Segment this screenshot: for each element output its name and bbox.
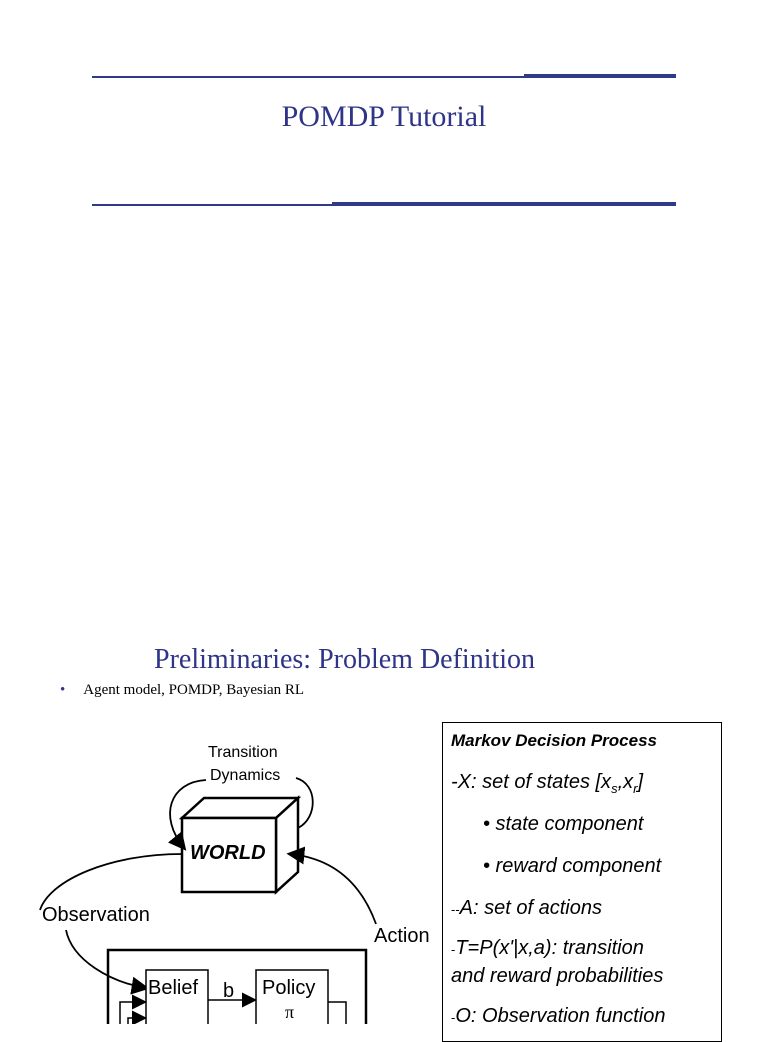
b-label: b [223,980,235,1002]
action-arc [286,846,377,925]
mdp-heading: Markov Decision Process [451,731,657,750]
belief-label: Belief [148,977,199,999]
mdp-observation-text: O: Observation function [455,1005,666,1027]
mdp-observation-line: -O: Observation function [451,1005,665,1028]
bullet-item: • Agent model, POMDP, Bayesian RL [60,682,304,699]
mdp-states-prefix: -X: set of states [x [451,771,612,793]
observation-arc-lower [65,929,150,995]
mdp-observation-prefix: - [451,1010,456,1025]
mdp-actions-text: A: set of actions [459,897,602,919]
mdp-actions-line: --A: set of actions [451,897,602,920]
world-cube [178,795,302,895]
mdp-states-line: -X: set of states [xs,xr] [451,771,643,796]
bullet-text: Agent model, POMDP, Bayesian RL [83,682,305,698]
world-label: WORLD [190,842,266,864]
slide2-title: Preliminaries: Problem Definition [154,644,536,675]
mdp-actions-prefix: -- [451,902,460,917]
feedback-arrow-2 [127,1010,147,1024]
mdp-state-component: • state component [483,813,644,835]
mdp-transition-line-2: and reward probabilities [451,965,664,987]
transition-label-1: Transition [208,744,278,761]
mdp-reward-component: • reward component [483,855,662,877]
pi-label: π [285,1002,295,1022]
mdp-transition-text-1: T=P(x'|x,a): transition [455,937,644,959]
mdp-states-suffix: ] [637,771,644,793]
observation-label: Observation [42,904,150,926]
mdp-states-comma: ,x [617,771,634,793]
mdp-states-sub-s: s [611,781,618,796]
transition-label-2: Dynamics [210,767,281,784]
policy-label: Policy [262,977,316,999]
top-rule-upper-accent [524,74,676,76]
observation-arc-upper [39,853,183,911]
action-label: Action [374,925,430,947]
mdp-states-sub-r: r [633,781,638,796]
transition-loop-left [167,779,207,851]
top-rule-lower-accent [332,202,676,204]
agent-world-diagram [39,777,377,1024]
policy-output-line [328,1001,347,1024]
mdp-transition-line-1: -T=P(x'|x,a): transition [451,937,644,960]
top-rule-lower [92,204,676,206]
feedback-arrow-1 [119,994,147,1024]
policy-box [255,969,329,1024]
bullet-dot: • [60,682,66,698]
top-rule-upper [92,76,676,78]
belief-box [145,969,209,1024]
transition-loop-right [295,777,314,829]
mdp-definition-box: Markov Decision Process -X: set of state… [442,722,722,1042]
mdp-transition-prefix: - [451,942,456,957]
slide1-title: POMDP Tutorial [281,100,487,133]
agent-box [106,948,368,1024]
